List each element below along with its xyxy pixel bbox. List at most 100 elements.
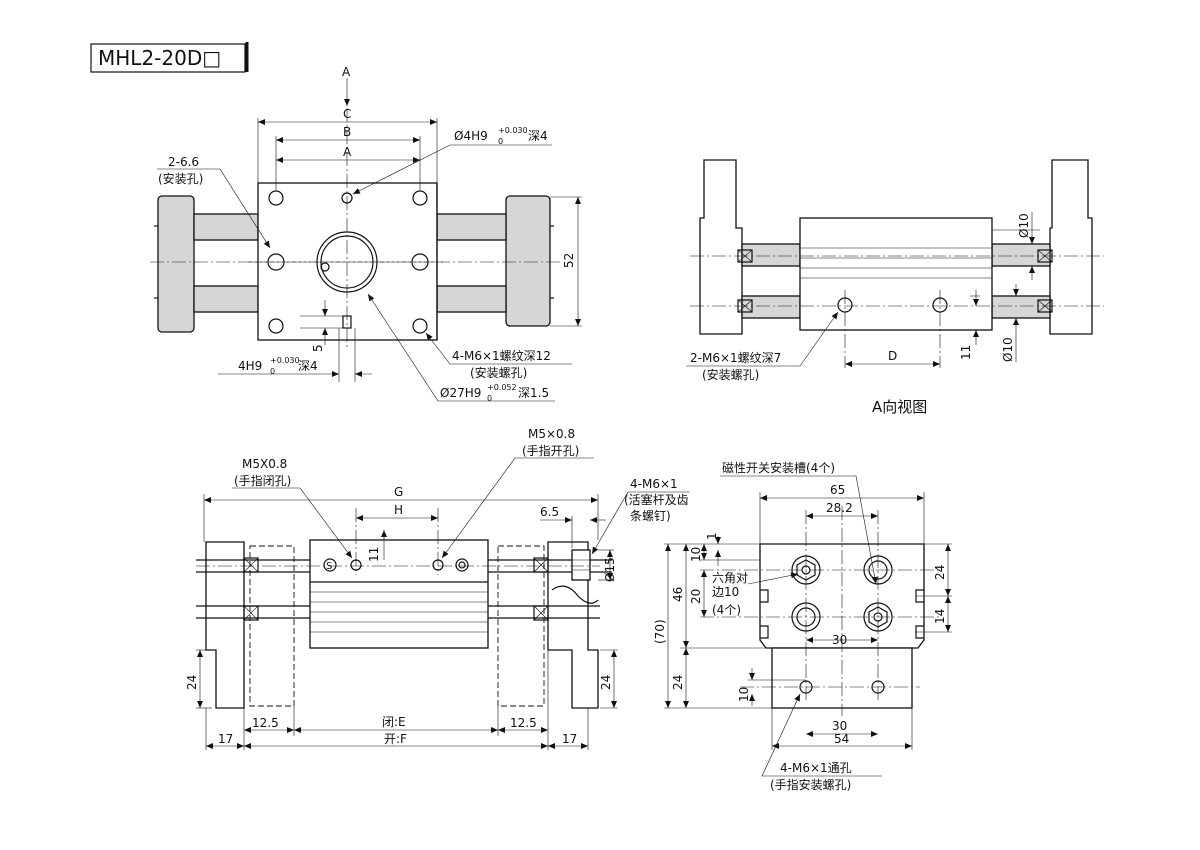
left-lower-rod	[193, 285, 259, 313]
pin-hole-tol: +0.030	[498, 126, 528, 135]
front-view: S G H 6.5 11 Ø15 24 24	[185, 427, 690, 750]
mount-hole	[412, 318, 428, 334]
dim-a: A	[343, 145, 352, 159]
dim-14: 14	[933, 609, 947, 624]
mount-hole	[267, 253, 285, 271]
dim-11: 11	[959, 345, 973, 360]
dim-54: 54	[834, 732, 849, 746]
mount-hole	[411, 253, 429, 271]
dim-70: (70)	[653, 619, 667, 644]
center-bore-inner	[320, 235, 374, 289]
side-view-a: D Ø10 Ø10 11 2-M6×1螺纹深7 (安装螺孔) A向视图	[686, 159, 1104, 416]
dim-10-bottom: 10	[737, 687, 751, 702]
right-upper-rod	[436, 213, 507, 241]
dim-52: 52	[562, 253, 576, 268]
pin-hole-depth: 深4	[528, 129, 548, 143]
top-body	[257, 182, 438, 341]
top-view: A C B A 52 2-6.6 (安装孔) Ø4H9 +0.030 0 深4 …	[150, 65, 582, 403]
end-view: 65 28.2 磁性开关安装槽(4个) (70) 46 24 10 20 1 六…	[653, 460, 952, 792]
finger-thread-note-sub: (手指安装螺孔)	[770, 777, 851, 792]
dim-h: H	[394, 503, 403, 517]
dim-20: 20	[689, 589, 703, 604]
side-right-finger	[1049, 159, 1093, 335]
dim-close-e: 闭:E	[382, 715, 406, 729]
dim-17-left: 17	[218, 732, 233, 746]
dim-28-2: 28.2	[826, 501, 853, 515]
thread-note-sub: (安装螺孔)	[470, 365, 527, 380]
dim-24-end: 24	[671, 675, 685, 690]
mount-hole-note: 2-6.6	[168, 155, 199, 169]
rod-screw-note: 4-M6×1	[630, 477, 678, 491]
hex-note: 六角对	[712, 571, 748, 585]
left-upper-rod	[193, 213, 259, 241]
left-finger-block	[157, 195, 195, 333]
open-port-note-sub: (手指开孔)	[522, 443, 579, 458]
dim-g: G	[394, 485, 403, 499]
dim-open-f: 开:F	[384, 732, 407, 746]
dim-c: C	[343, 107, 351, 121]
thread-note: 4-M6×1螺纹深12	[452, 349, 551, 363]
side-view-caption: A向视图	[872, 398, 927, 416]
close-port-note: M5X0.8	[242, 457, 287, 471]
dim-65: 65	[830, 483, 845, 497]
right-lower-rod	[436, 285, 507, 313]
dim-d: D	[888, 349, 897, 363]
dim-24-right: 24	[599, 675, 613, 690]
bore-depth: 深1.5	[518, 386, 549, 400]
pin-hole-bottom-note: 4H9	[238, 359, 262, 373]
dim-b: B	[343, 125, 351, 139]
dim-12-5-left: 12.5	[252, 716, 279, 730]
dim-46: 46	[671, 587, 685, 602]
dim-12-5-right: 12.5	[510, 716, 537, 730]
mount-hole	[412, 190, 428, 206]
pin-hole-bottom-tol-lo: 0	[270, 367, 275, 376]
front-body	[309, 539, 489, 649]
pin-slot	[342, 315, 352, 329]
dim-5: 5	[311, 344, 325, 352]
dim-30-mid: 30	[832, 633, 847, 647]
dim-d15: Ø15	[603, 557, 617, 582]
dim-d10-top: Ø10	[1017, 213, 1031, 238]
right-finger-block	[505, 195, 551, 327]
dim-30-bottom: 30	[832, 719, 847, 733]
view-arrow-label: A	[342, 65, 351, 79]
pin-hole-note: Ø4H9	[454, 129, 488, 143]
pin-hole-bottom-tol: +0.030	[270, 356, 300, 365]
dim-24-left: 24	[185, 675, 199, 690]
dim-17-right: 17	[562, 732, 577, 746]
side-body	[799, 217, 993, 331]
pin-hole-tol-lo: 0	[498, 137, 503, 146]
bore-tol: +0.052	[487, 383, 517, 392]
rod-screw-note-sub2: 条螺钉)	[630, 509, 671, 523]
dim-10-top: 10	[689, 547, 703, 562]
mount-hole	[268, 190, 284, 206]
model-title-box: MHL2-20D□	[90, 42, 249, 73]
pin-hole-bottom-depth: 深4	[298, 359, 318, 373]
mount-hole-note-sub: (安装孔)	[158, 171, 203, 186]
snap-ring-hole	[320, 262, 330, 272]
dim-1: 1	[705, 532, 719, 540]
hex-note-2: 边10	[712, 585, 739, 599]
front-left-finger	[205, 541, 245, 709]
finger-thread-note: 4-M6×1通孔	[780, 761, 852, 775]
pin-hole	[341, 192, 353, 204]
bore-tol-lo: 0	[487, 394, 492, 403]
side-thread-note: 2-M6×1螺纹深7	[690, 351, 781, 365]
port-symbol: S	[326, 561, 332, 572]
center-bore-outer	[316, 231, 378, 293]
dim-d10-bottom: Ø10	[1001, 337, 1015, 362]
hex-note-3: (4个)	[712, 603, 741, 617]
dim-11-front: 11	[367, 547, 381, 562]
close-port-note-sub: (手指闭孔)	[234, 473, 291, 488]
switch-groove-note: 磁性开关安装槽(4个)	[722, 460, 835, 475]
dim-24-end-right: 24	[933, 565, 947, 580]
rod-screw-note-sub: (活塞杆及齿	[624, 492, 689, 507]
open-port-note: M5×0.8	[528, 427, 575, 441]
model-title: MHL2-20D□	[98, 46, 221, 70]
port-s	[323, 558, 337, 572]
side-left-finger	[699, 159, 743, 335]
dim-6-5: 6.5	[540, 505, 559, 519]
side-thread-note-sub: (安装螺孔)	[702, 367, 759, 382]
bore-note: Ø27H9	[440, 386, 481, 400]
